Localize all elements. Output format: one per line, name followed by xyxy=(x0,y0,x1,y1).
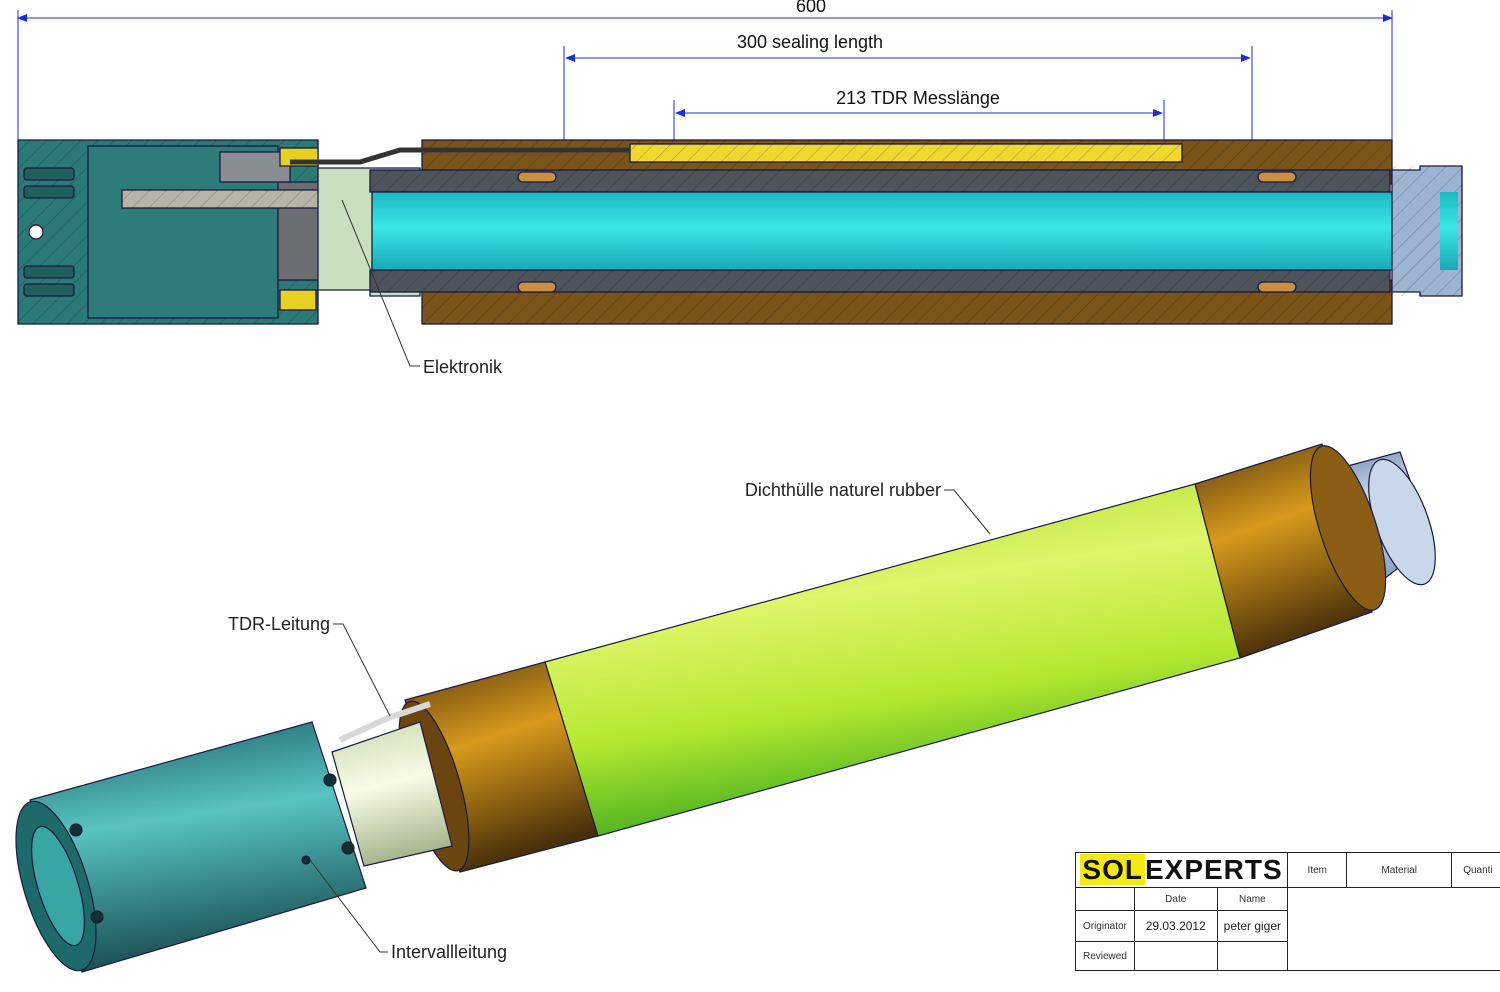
iso-housing-bore xyxy=(31,825,85,947)
iso-adapter xyxy=(331,721,453,867)
dimension-lines xyxy=(17,10,1393,180)
thread-grooves xyxy=(23,167,75,297)
electronics-leader xyxy=(341,199,420,367)
logo-sol: SOL xyxy=(1080,854,1145,885)
iso-screw-holes xyxy=(69,773,355,924)
bore xyxy=(371,191,1458,271)
electronics-label: Elektronik xyxy=(423,357,503,377)
sealing-sleeve-label: Dichthülle naturel rubber xyxy=(745,480,941,500)
o-rings xyxy=(517,171,1297,293)
tdr-cable-leader xyxy=(333,623,391,717)
logo-experts: EXPERTS xyxy=(1144,854,1283,885)
cable-fitting xyxy=(219,151,291,183)
col-item-header: Item xyxy=(1287,852,1348,888)
reviewed-date xyxy=(1133,941,1218,971)
col-quantity-header: Quanti xyxy=(1450,852,1500,888)
reviewed-name xyxy=(1216,941,1289,971)
interval-line-leader xyxy=(309,859,388,953)
col-material-header: Material xyxy=(1346,852,1452,888)
originator-date: 29.03.2012 xyxy=(1133,910,1218,942)
iso-rubber-sleeve xyxy=(544,483,1241,837)
dim-tdr-label: 213 TDR Messlänge xyxy=(836,88,1000,108)
isometric-view xyxy=(15,443,1436,973)
originator-name: peter giger xyxy=(1216,910,1289,942)
iso-tdr-cable xyxy=(338,701,431,743)
port-hole xyxy=(28,224,44,240)
interval-line-label: Intervallleitung xyxy=(391,942,507,962)
iso-brown-band-right-end xyxy=(1309,445,1387,611)
tdr-cable-section xyxy=(290,147,630,165)
solexperts-logo: SOLEXPERTS xyxy=(1074,852,1289,888)
name-header: Name xyxy=(1216,887,1289,911)
dim-total-label: 600 xyxy=(796,0,826,16)
reviewed-label: Reviewed xyxy=(1075,941,1135,971)
tb-blank-area xyxy=(1287,887,1500,971)
small-yellow-seal xyxy=(279,289,317,311)
section-view xyxy=(17,139,1463,325)
sealing-sleeve-leader xyxy=(944,489,991,535)
date-header: Date xyxy=(1133,887,1218,911)
dim-sealing-label: 300 sealing length xyxy=(737,32,883,52)
title-block: SOLEXPERTS Item Material Quanti Date Nam… xyxy=(1074,852,1500,992)
originator-label: Originator xyxy=(1075,910,1135,942)
tdr-cable-label: TDR-Leitung xyxy=(228,614,330,634)
tb-blank-corner xyxy=(1075,887,1135,911)
